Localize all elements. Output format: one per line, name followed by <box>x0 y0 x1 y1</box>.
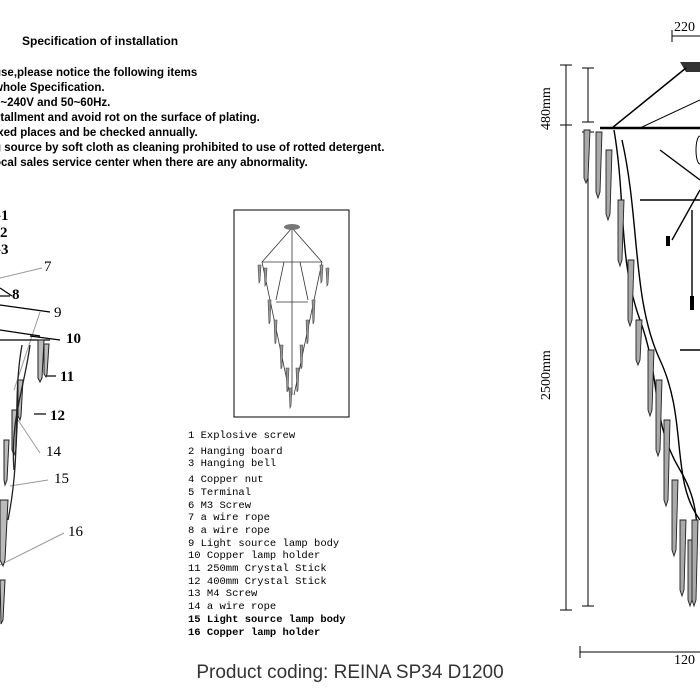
part-item: 13 M4 Screw <box>188 588 258 601</box>
parts-list: 1 Explosive screw 2 Hanging board 3 Hang… <box>188 430 346 639</box>
callout-7: 7 <box>44 259 52 275</box>
spec-line-7: ocal sales service center when there are… <box>0 157 308 169</box>
spec-line-4: stallment and avoid rot on the surface o… <box>0 112 260 124</box>
part-item: 3 Hanging bell <box>188 458 277 471</box>
part-item: 14 a wire rope <box>188 601 277 614</box>
callout-8: 8 <box>12 287 20 303</box>
dimension-upper-height: 480mm <box>539 87 554 130</box>
callout-2: 2 <box>0 225 8 241</box>
spec-title: Specification of installation <box>22 34 179 48</box>
part-item: 11 250mm Crystal Stick <box>188 563 327 576</box>
part-item: 4 Copper nut <box>188 474 264 487</box>
callout-11: 11 <box>60 369 75 385</box>
part-item: 8 a wire rope <box>188 524 270 537</box>
part-item: 15 Light source lamp body <box>188 613 346 626</box>
spec-line-3: 0~240V and 50~60Hz. <box>0 97 111 109</box>
dimension-total-height: 2500mm <box>539 350 554 400</box>
callout-16: 16 <box>68 524 83 540</box>
callout-12: 12 <box>50 408 65 424</box>
part-item: 12 400mm Crystal Stick <box>188 575 327 588</box>
part-item: 1 Explosive screw <box>188 430 296 442</box>
callout-14: 14 <box>46 444 61 460</box>
part-item: 10 Copper lamp holder <box>188 550 321 563</box>
spec-line-1: use,please notice the following items <box>0 67 198 79</box>
dimension-diameter: 120 <box>674 653 695 668</box>
callout-15: 15 <box>54 471 69 487</box>
product-coding: Product coding: REINA SP34 D1200 <box>196 662 504 683</box>
spec-line-2: whole Specification. <box>0 82 105 94</box>
part-item: 7 a wire rope <box>188 512 270 525</box>
part-item: 2 Hanging board <box>188 445 283 458</box>
dimension-top-width: 220 <box>674 20 695 35</box>
part-item: 16 Copper lamp holder <box>188 626 321 639</box>
part-item: 6 M3 Screw <box>188 499 252 512</box>
spec-line-6: g source by soft cloth as cleaning prohi… <box>0 142 385 154</box>
callout-1: -1 <box>0 208 9 224</box>
part-item: 9 Light source lamp body <box>188 537 340 550</box>
spec-line-5: ixed places and be checked annually. <box>0 127 198 139</box>
callout-9: 9 <box>54 305 62 321</box>
part-item: 5 Terminal <box>188 486 252 499</box>
callout-10: 10 <box>66 331 81 347</box>
callout-3: -3 <box>0 242 9 258</box>
